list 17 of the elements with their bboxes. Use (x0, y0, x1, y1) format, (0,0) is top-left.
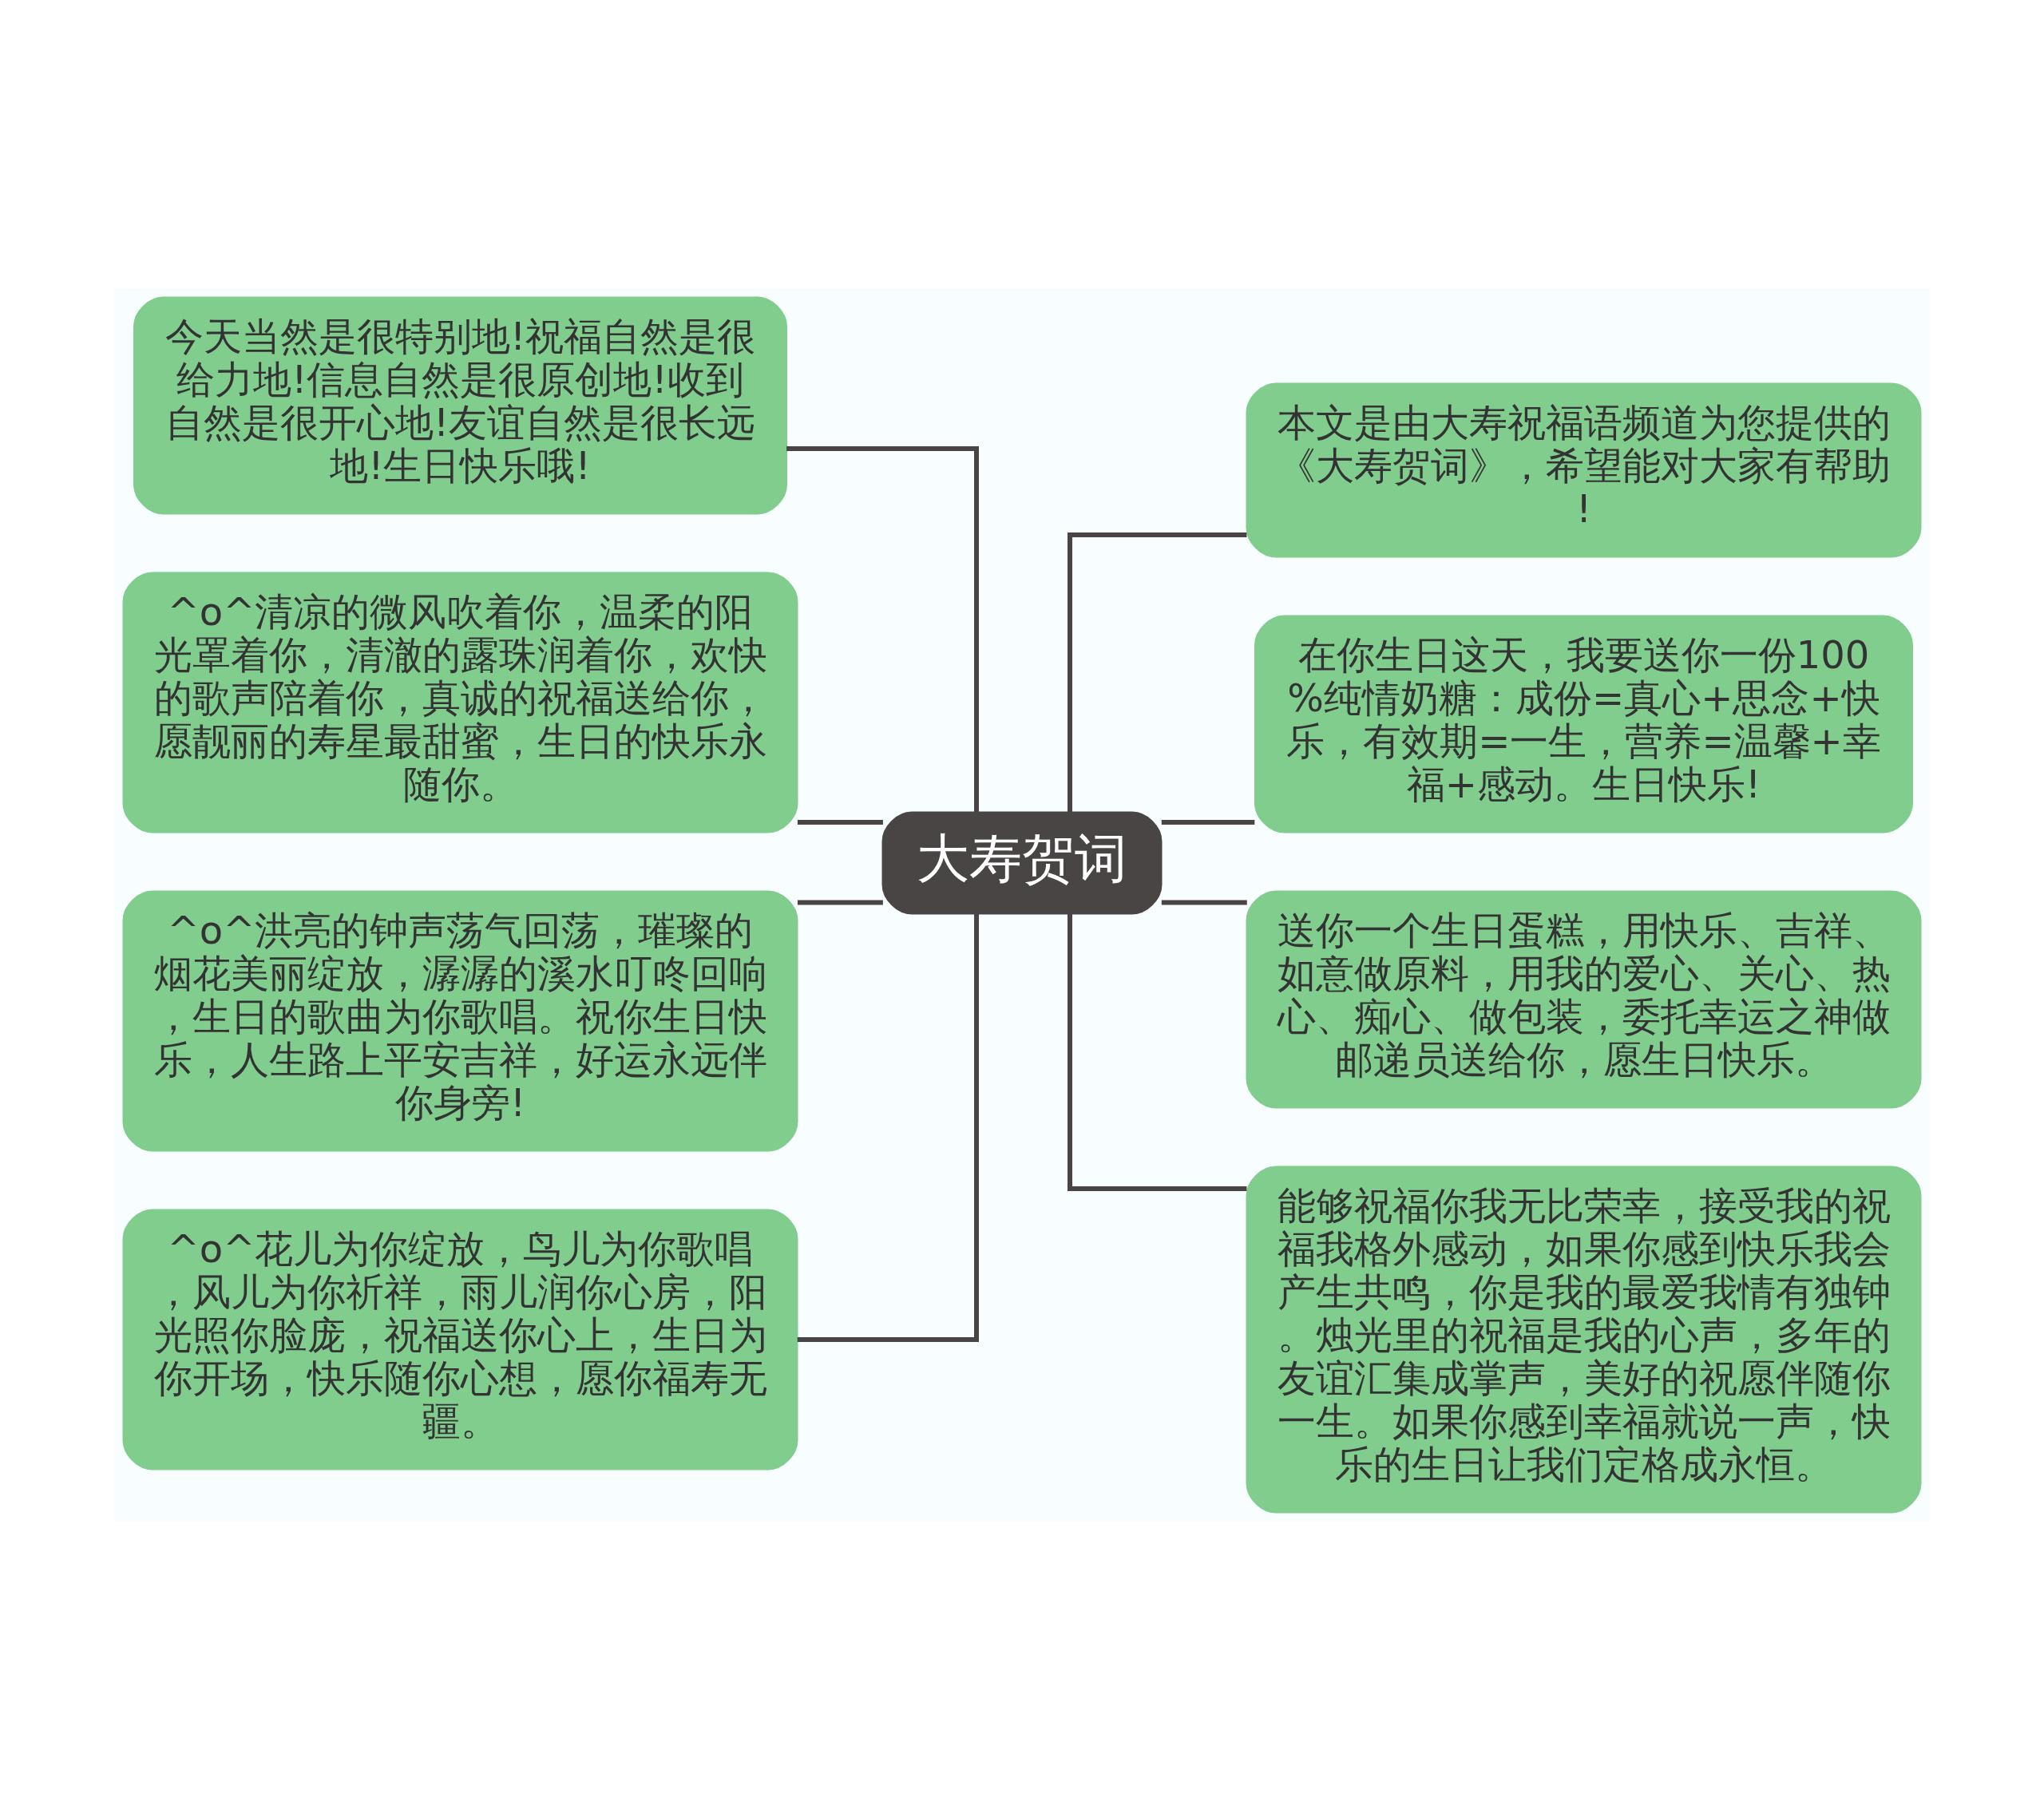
node-box: ^o^花儿为你绽放，鸟儿为你歌唱，风儿为你祈祥，雨儿润你心房，阳光照你脸庞，祝福送你心上，生日为你开场，快乐随你心想，愿你福寿无疆。 (122, 1209, 798, 1470)
node-box: 今天当然是很特别地!祝福自然是很给力地!信息自然是很原创地!收到自然是很开心地!友谊自然是很长远地!生日快乐哦! (133, 296, 787, 514)
node-box: 在你生日这天，我要送你一份100%纯情奶糖：成份=真心+思念+快乐，有效期=一生，营养=温馨+幸福+感动。生日快乐! (1254, 615, 1913, 833)
node-box: 大寿贺词 (881, 811, 1163, 914)
connector (1068, 532, 1247, 813)
connector (797, 900, 883, 904)
connector (1161, 819, 1255, 825)
node-box: 能够祝福你我无比荣幸，接受我的祝福我格外感动，如果你感到快乐我会产生共鸣，你是我的最爱我情有独钟。烛光里的祝福是我的心声，多年的友谊汇集成掌声，美好的祝愿伴随你一生。如果你感到幸福就说一声，快乐的生日让我们定格成永恒。 (1246, 1166, 1922, 1513)
connector (797, 913, 979, 1342)
connector (786, 445, 979, 812)
node-box: ^o^清凉的微风吹着你，温柔的阳光罩着你，清澈的露珠润着你，欢快的歌声陪着你，真诚的祝福送给你，愿靓丽的寿星最甜蜜，生日的快乐永随你。 (122, 572, 798, 833)
connector (1161, 900, 1247, 904)
node-box: 送你一个生日蛋糕，用快乐、吉祥、如意做原料，用我的爱心、关心、热心、痴心、做包装，委托幸运之神做邮递员送给你，愿生日快乐。 (1246, 890, 1922, 1108)
connector (797, 819, 883, 825)
connector (1068, 913, 1247, 1191)
node-box: ^o^洪亮的钟声荡气回荡，璀璨的烟花美丽绽放，潺潺的溪水叮咚回响，生日的歌曲为你歌唱。祝你生日快乐，人生路上平安吉祥，好运永远伴你身旁! (122, 890, 798, 1151)
node-box: 本文是由大寿祝福语频道为您提供的《大寿贺词》，希望能对大家有帮助! (1246, 382, 1922, 557)
